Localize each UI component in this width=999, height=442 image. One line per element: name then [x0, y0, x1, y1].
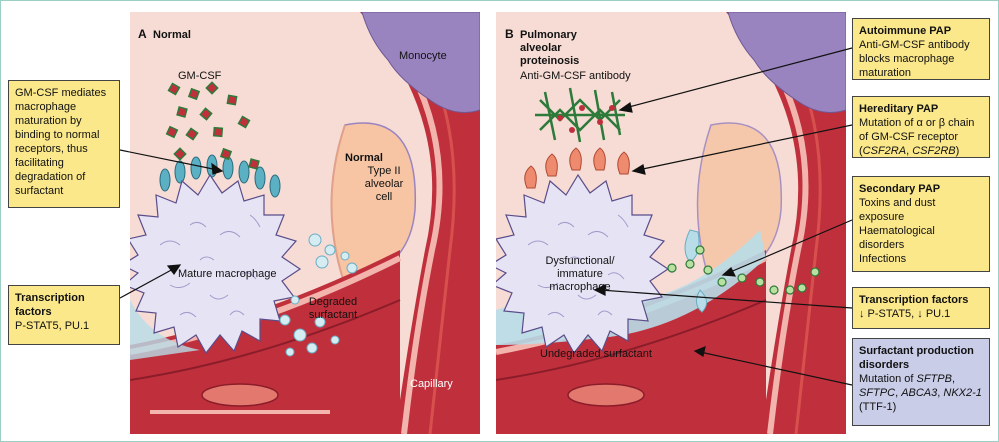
surf-end: (TTF-1) — [859, 401, 897, 413]
panel-a-letter: A — [138, 27, 147, 41]
panel-b-letter: B — [505, 27, 514, 41]
secondary-item: Toxins and dust exposure — [859, 197, 936, 223]
monocyte-label: Monocyte — [399, 50, 447, 62]
secondary-item: Haematological disorders — [859, 225, 935, 251]
autoimmune-text: Anti-GM-CSF antibody blocks macrophage m… — [859, 39, 970, 79]
degraded-surfactant-label: Degraded surfactant — [308, 296, 358, 321]
tf-pap-box: Transcription factors ↓ P-STAT5, ↓ PU.1 — [852, 287, 990, 329]
mature-macrophage-label: Mature macrophage — [178, 268, 277, 280]
gene-abca3: ABCA3 — [901, 387, 938, 399]
secondary-item: Infections — [859, 253, 907, 265]
tf-pap-text: ↓ P-STAT5, ↓ PU.1 — [859, 308, 951, 320]
gene-sftpb: SFTPB — [916, 373, 952, 385]
secondary-title: Secondary PAP — [859, 183, 941, 195]
dysfunctional-macrophage-label: Dysfunctional/ immature macrophage — [545, 255, 615, 293]
surf-sep: , — [937, 387, 941, 399]
panel-a-title: Normal — [153, 29, 191, 41]
antibody-label: Anti-GM-CSF antibody — [520, 70, 631, 82]
hereditary-text: Mutation of α or β chain of GM-CSF recep… — [859, 117, 975, 157]
hereditary-end: ) — [955, 145, 960, 157]
surfactant-disorders-box: Surfactant production disorders Mutation… — [852, 338, 990, 426]
tf-pap-title: Transcription factors — [859, 294, 969, 306]
tf-normal-box: Transcription factors P-STAT5, PU.1 — [8, 285, 120, 345]
gene-csf2rb: CSF2RB — [912, 145, 956, 157]
autoimmune-pap-box: Autoimmune PAP Anti-GM-CSF antibody bloc… — [852, 18, 990, 80]
undegraded-surfactant-label: Undegraded surfactant — [540, 348, 652, 360]
surf-sep: , — [951, 373, 955, 385]
panel-a-art — [130, 12, 480, 434]
hereditary-pap-box: Hereditary PAP Mutation of α or β chain … — [852, 96, 990, 158]
capillary-label: Capillary — [410, 378, 453, 390]
tf-normal-text: P-STAT5, PU.1 — [15, 320, 90, 332]
surf-sep: , — [895, 387, 902, 399]
hereditary-sep: , — [906, 145, 913, 157]
annotation-arrows — [119, 47, 853, 386]
tf-normal-title: Transcription factors — [15, 292, 85, 318]
gene-sftpc: SFTPC — [859, 387, 896, 399]
panel-b-title: Pulmonary alveolar proteinosis — [520, 29, 580, 67]
type2-cell-label: Type II alveolar cell — [364, 165, 404, 203]
gene-nkx2-1: NKX2-1 — [943, 387, 982, 399]
surf-title: Surfactant production disorders — [859, 345, 974, 371]
gmcsf-label: GM-CSF — [178, 70, 222, 82]
gmcsf-info-text: GM-CSF mediates macrophage maturation by… — [15, 87, 107, 197]
normal-cell-label: Normal — [345, 152, 383, 164]
autoimmune-title: Autoimmune PAP — [859, 25, 952, 37]
gmcsf-info-box: GM-CSF mediates macrophage maturation by… — [8, 80, 120, 208]
secondary-pap-box: Secondary PAP Toxins and dust exposure H… — [852, 176, 990, 272]
panel-b-art — [496, 12, 846, 434]
hereditary-title: Hereditary PAP — [859, 103, 939, 115]
surf-text: Mutation of — [859, 373, 917, 385]
gene-csf2ra: CSF2RA — [862, 145, 907, 157]
